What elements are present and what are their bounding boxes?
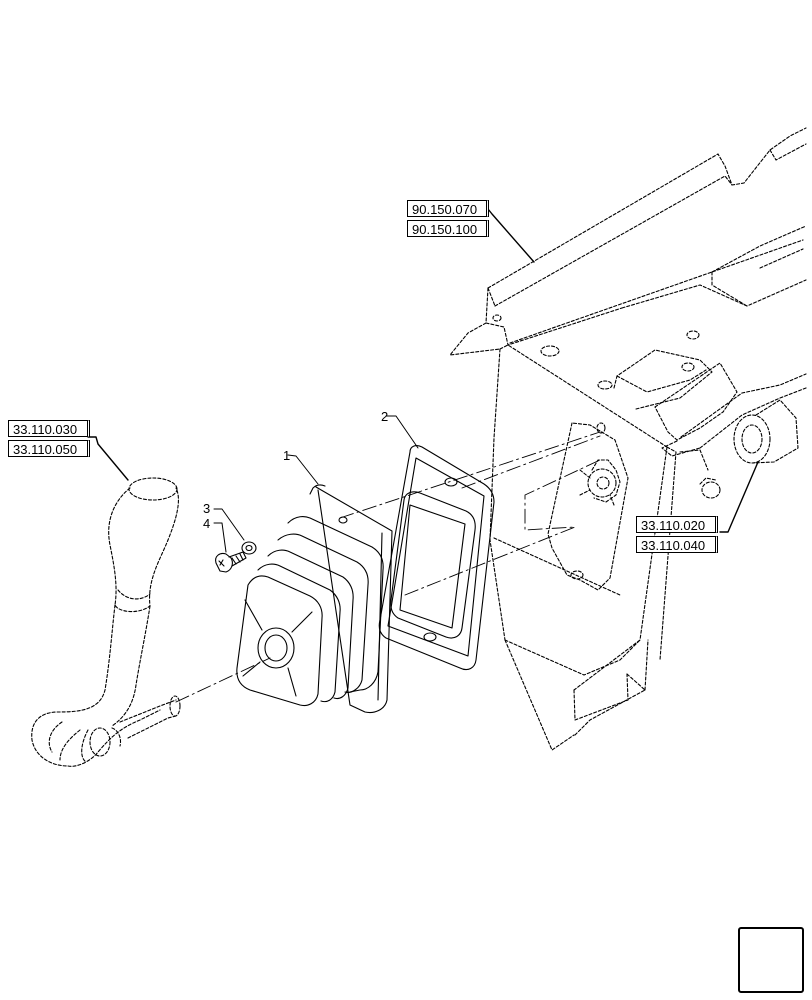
callout-item-3: 3 [203, 501, 211, 516]
reference-link-33-110-020[interactable]: 33.110.020 [636, 516, 718, 533]
gear-shift-lever [31, 477, 181, 767]
reference-link-33-110-040[interactable]: 33.110.040 [636, 536, 718, 553]
part-1-rubber-boot [236, 484, 393, 714]
part-3-washer [241, 541, 257, 555]
leader-lines [87, 208, 759, 553]
cab-frame-structure [449, 127, 807, 751]
reference-link-33-110-050[interactable]: 33.110.050 [8, 440, 90, 457]
reference-link-90-150-070[interactable]: 90.150.070 [407, 200, 489, 217]
callout-item-2: 2 [381, 409, 389, 424]
assembly-axis-lines [175, 431, 601, 703]
part-2-gasket [378, 445, 495, 671]
callout-item-4: 4 [203, 516, 211, 531]
reference-link-33-110-030[interactable]: 33.110.030 [8, 420, 90, 437]
part-4-screw [215, 551, 247, 573]
previous-page-button[interactable] [738, 927, 804, 993]
reference-link-90-150-100[interactable]: 90.150.100 [407, 220, 489, 237]
callout-item-1: 1 [283, 448, 291, 463]
